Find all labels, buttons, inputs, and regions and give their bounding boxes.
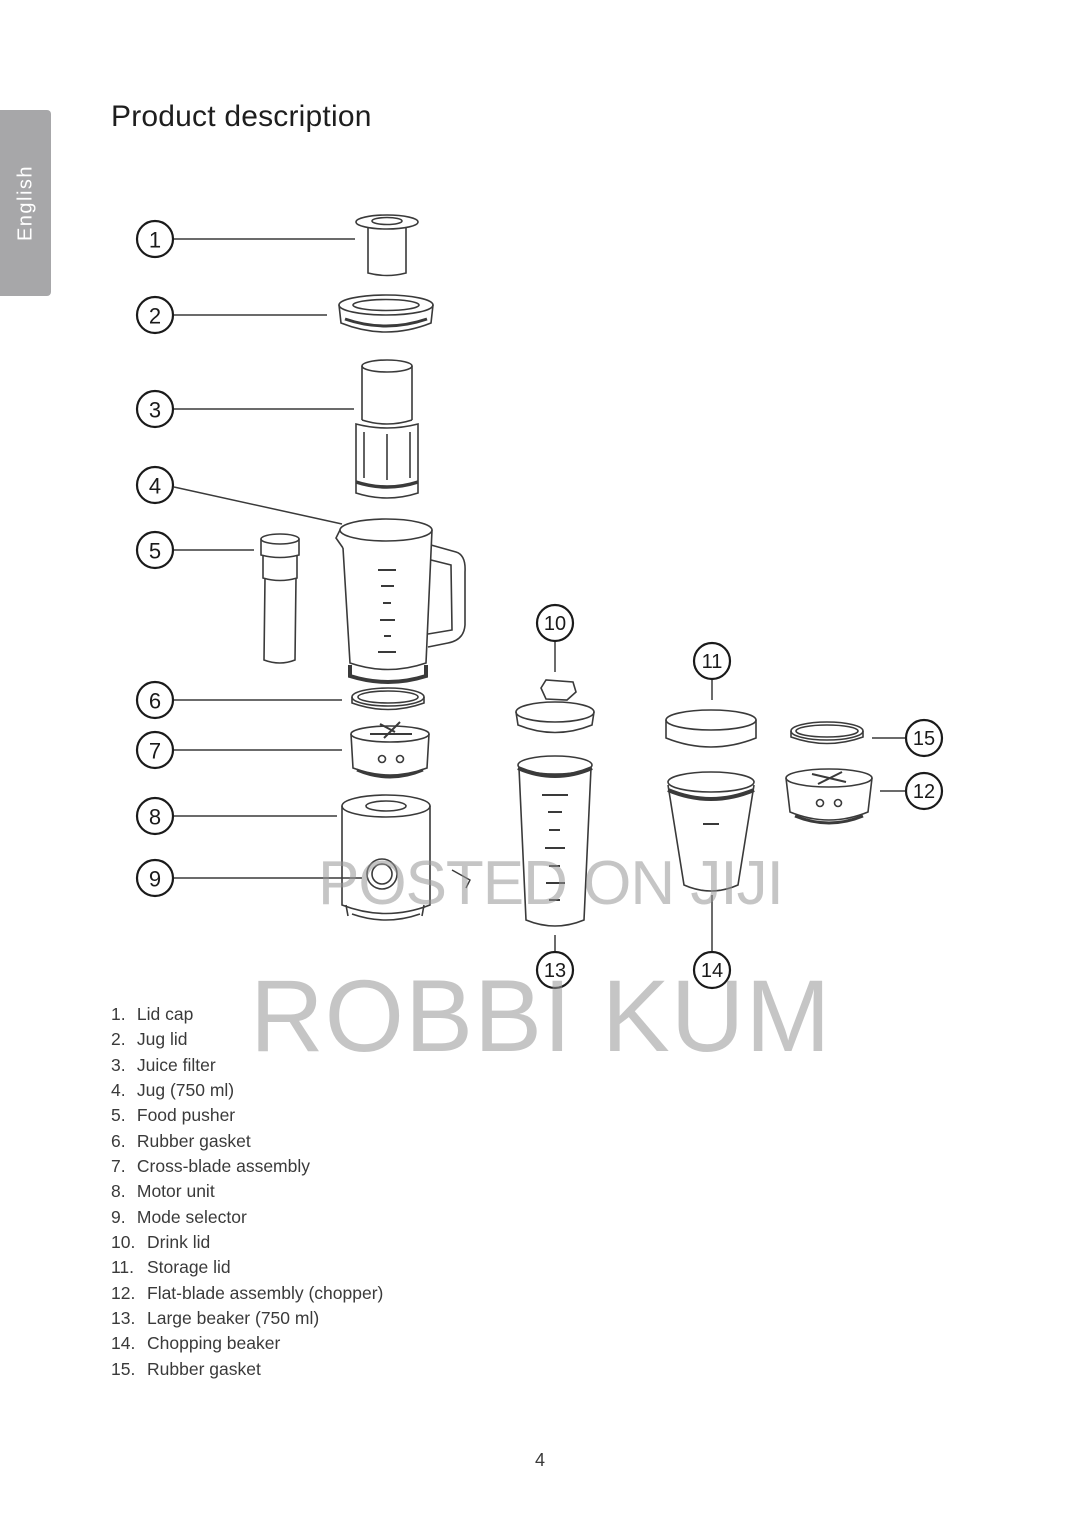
part-jug-lid [338,294,434,333]
svg-text:1: 1 [149,228,161,253]
part-lid-cap [355,214,419,277]
callout-12: 12 [904,771,944,811]
list-item: 4. Jug (750 ml) [111,1080,235,1101]
part-storage-lid [665,709,757,748]
callout-9: 9 [135,858,175,898]
svg-text:7: 7 [149,739,161,764]
callout-4: 4 [135,465,175,505]
svg-text:9: 9 [149,867,161,892]
list-item: 8. Motor unit [111,1181,215,1202]
part-motor-unit [341,794,431,921]
callout-2: 2 [135,295,175,335]
callout-markers: 1 2 3 4 5 6 7 8 9 10 11 12 13 14 15 [135,219,944,990]
svg-text:6: 6 [149,689,161,714]
language-tab: English [0,110,51,296]
list-item: 13.Large beaker (750 ml) [111,1308,320,1329]
svg-text:11: 11 [702,651,723,673]
parts-list: 1. Lid cap 2. Jug lid 3. Juice filter 4.… [111,1002,383,1382]
callout-15: 15 [904,718,944,758]
svg-text:4: 4 [149,474,161,499]
svg-text:10: 10 [544,613,566,635]
svg-text:13: 13 [544,960,566,982]
part-food-pusher [260,533,300,664]
svg-text:14: 14 [701,960,723,982]
part-juice-filter [355,359,419,499]
list-item: 6. Rubber gasket [111,1130,251,1151]
part-rubber-gasket-6 [351,687,425,711]
part-cross-blade-assembly [350,721,430,779]
page-number: 4 [534,1450,545,1470]
list-item: 5. Food pusher [111,1105,236,1126]
exploded-parts-diagram: 1 2 3 4 5 6 7 8 9 10 11 12 13 14 15 [135,214,944,990]
svg-text:5: 5 [149,539,161,564]
part-drink-lid [515,679,595,734]
list-item: 11.Storage lid [111,1257,231,1278]
callout-13: 13 [535,950,575,990]
svg-text:15: 15 [913,728,935,750]
list-item: 3. Juice filter [111,1054,216,1075]
callout-3: 3 [135,389,175,429]
part-large-beaker [517,755,593,927]
callout-10: 10 [535,603,575,643]
callout-6: 6 [135,680,175,720]
svg-text:2: 2 [149,304,161,329]
list-item: 2. Jug lid [111,1029,188,1050]
list-item: 10.Drink lid [111,1232,211,1253]
leader-lines [173,238,905,952]
part-rubber-gasket-15 [790,721,864,745]
callout-8: 8 [135,796,175,836]
list-item: 12.Flat-blade assembly (chopper) [111,1282,384,1303]
callout-11: 11 [692,641,732,681]
part-jug [335,518,466,684]
list-item: 7. Cross-blade assembly [111,1156,310,1177]
callout-14: 14 [692,950,732,990]
part-flat-blade-assembly [785,768,873,825]
callout-7: 7 [135,730,175,770]
svg-text:3: 3 [149,398,161,423]
callout-1: 1 [135,219,175,259]
svg-text:12: 12 [913,781,935,803]
list-item: 1. Lid cap [111,1004,194,1024]
list-item: 15.Rubber gasket [111,1358,261,1379]
part-chopping-beaker [667,771,755,892]
page-title: Product description [111,100,372,133]
callout-5: 5 [135,530,175,570]
list-item: 14.Chopping beaker [111,1333,281,1354]
part-mode-selector [366,858,471,890]
svg-text:8: 8 [149,805,161,830]
list-item: 9. Mode selector [111,1206,247,1227]
